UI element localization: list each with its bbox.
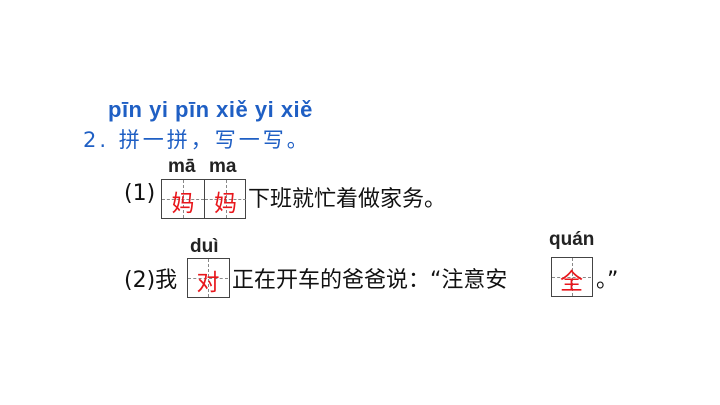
q2-sentence-end: 。” xyxy=(596,268,619,293)
q2-sentence-middle: 正在开车的爸爸说：“注意安 xyxy=(232,268,508,293)
pinyin-dui: duì xyxy=(190,236,219,257)
q2-cell-1: 对 xyxy=(188,259,228,297)
q1-writing-grid: 妈 妈 xyxy=(161,179,246,219)
pinyin-ma-2: ma xyxy=(209,156,237,177)
section-title: 2. 拼一拼，写一写。 xyxy=(83,128,311,152)
q2-writing-grid-1: 对 xyxy=(187,258,230,298)
q1-cell-1: 妈 xyxy=(162,180,204,218)
q1-sentence: 下班就忙着做家务。 xyxy=(248,187,447,212)
pinyin-quan: quán xyxy=(549,229,595,250)
q1-answer-1: 妈 xyxy=(171,191,195,217)
q2-writing-grid-2: 全 xyxy=(551,257,593,297)
pinyin-ma-1: mā xyxy=(168,156,196,177)
q1-answer-2: 妈 xyxy=(214,191,237,217)
section-pinyin: pīn yi pīn xiě yi xiě xyxy=(108,97,313,122)
q2-prefix: (2)我 xyxy=(124,268,178,293)
q2-answer-2: 全 xyxy=(560,269,583,295)
q2-cell-2: 全 xyxy=(552,258,591,296)
q1-cell-2: 妈 xyxy=(204,180,246,218)
q2-answer-1: 对 xyxy=(196,270,220,296)
q1-number: (1) xyxy=(124,181,156,206)
